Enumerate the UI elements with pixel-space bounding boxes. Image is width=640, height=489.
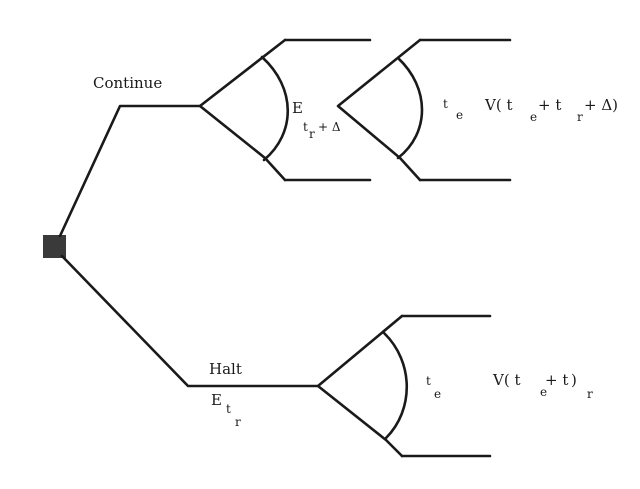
value-bottom-r: r xyxy=(587,387,593,401)
expectation-top-sub2: r xyxy=(309,127,315,141)
expectation-bottom-sub: t xyxy=(226,402,231,416)
te-bottom-label: t xyxy=(426,374,431,388)
value-bottom-e: e xyxy=(540,385,547,399)
continue-label: Continue xyxy=(93,74,162,92)
expectation-top-sub3: + Δ xyxy=(318,120,341,134)
value-bottom-label: V( t xyxy=(492,371,520,389)
chance-node-top-first xyxy=(198,38,372,182)
te-top-sub: e xyxy=(456,108,463,122)
te-top-label: t xyxy=(443,97,448,111)
continue-branch-edge xyxy=(58,104,202,238)
expectation-top-label: E xyxy=(292,99,303,117)
value-top-e: e xyxy=(530,110,537,124)
value-top-plus-t: + t xyxy=(538,96,561,114)
halt-label: Halt xyxy=(209,360,242,378)
value-bottom-tail: ) xyxy=(571,371,577,389)
value-bottom-plus-t: + t xyxy=(545,371,568,389)
decision-node xyxy=(43,235,66,258)
expectation-top-sub: t xyxy=(303,120,308,134)
chance-node-bottom xyxy=(316,314,492,458)
value-top-tail: + Δ) xyxy=(584,96,618,114)
chance-node-top-second xyxy=(336,38,512,182)
te-bottom-sub: e xyxy=(434,387,441,401)
value-top-r: r xyxy=(577,110,583,124)
expectation-bottom-label: E xyxy=(211,391,222,409)
halt-branch-edge xyxy=(60,254,320,388)
value-top-label: V( t xyxy=(484,96,512,114)
expectation-bottom-sub2: r xyxy=(235,415,241,429)
